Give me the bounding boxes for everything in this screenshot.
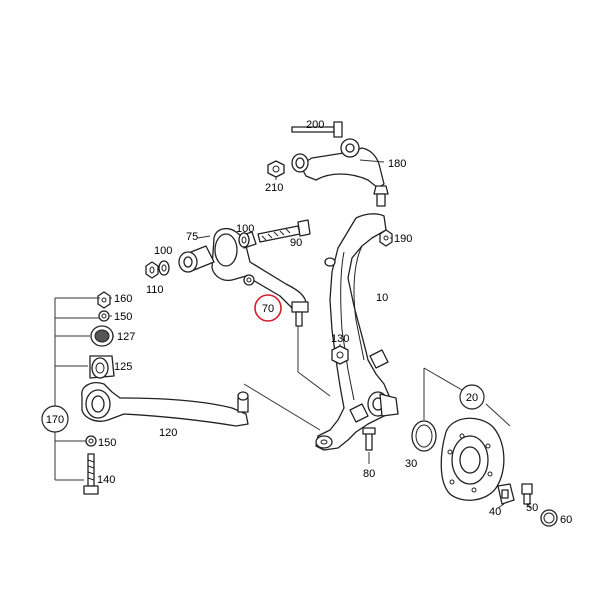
label-125: 125 [114,361,132,373]
control-arm-70 [211,227,309,327]
washer-100b [158,260,170,276]
seal-30 [411,420,437,452]
label-100a: 100 [236,223,254,235]
sensor-40 [497,483,515,505]
label-30: 30 [405,458,417,470]
svg-text:20: 20 [466,392,478,404]
label-60: 60 [560,514,572,526]
label-40: 40 [489,506,501,518]
bushing-75 [178,245,215,273]
label-90: 90 [290,237,302,249]
nut-160 [97,291,111,309]
label-150a: 150 [114,311,132,323]
upper-control-arm [291,138,389,207]
washer-150b [85,435,97,447]
bolt-50 [521,483,533,505]
svg-text:170: 170 [46,414,64,426]
label-10: 10 [376,292,388,304]
svg-text:70: 70 [262,303,274,315]
circled-label-170: 170 [41,405,69,433]
leader-lines [54,126,531,509]
label-100b: 100 [154,245,172,257]
ring-127 [90,325,114,347]
highlighted-label-70[interactable]: 70 [254,294,282,322]
washer-150a [98,310,110,322]
label-210: 210 [265,182,283,194]
label-120: 120 [159,427,177,439]
washer-100a [238,232,250,248]
label-130: 130 [331,333,349,345]
label-127: 127 [117,331,135,343]
part-labels: 200 180 210 100 90 75 100 110 190 160 15… [97,119,572,526]
bolt-80 [362,427,376,451]
bolt-90 [257,219,311,243]
nut-110 [145,261,159,279]
label-150b: 150 [98,437,116,449]
circled-label-20: 20 [459,384,485,410]
nut-190 [379,229,393,247]
nut-130 [331,345,349,365]
label-190: 190 [394,233,412,245]
label-160: 160 [114,293,132,305]
lower-arm-120 [81,382,249,427]
label-80: 80 [363,468,375,480]
cap-60 [540,509,558,527]
wheel-hub-20 [440,417,505,501]
bolt-140 [83,453,99,495]
label-140: 140 [97,474,115,486]
label-75: 75 [186,231,198,243]
nut-210 [267,160,285,178]
label-200: 200 [306,119,324,131]
label-180: 180 [388,158,406,170]
bushing-125 [89,355,115,379]
label-110: 110 [146,284,164,296]
steering-knuckle [315,213,399,451]
label-50: 50 [526,502,538,514]
